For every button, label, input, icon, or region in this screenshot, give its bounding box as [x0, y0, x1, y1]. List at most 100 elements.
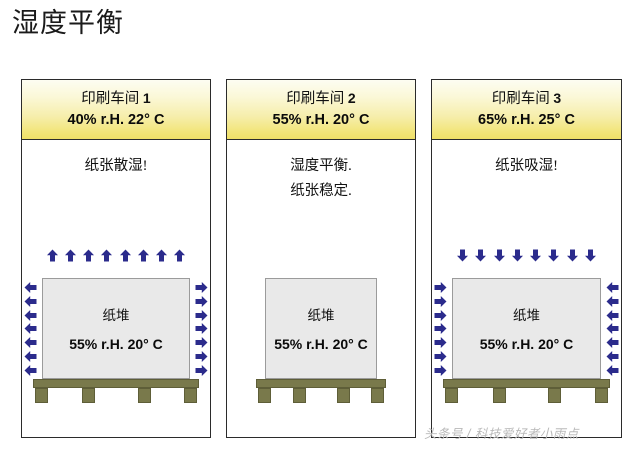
arrow-up-icon [173, 249, 186, 262]
watermark: 头条号 / 科技爱好者小雨点 [424, 427, 579, 441]
arrow-col-left [24, 281, 37, 377]
arrow-left-icon [606, 322, 619, 335]
arrow-right-icon [195, 336, 208, 349]
pallet [33, 379, 199, 403]
stack-label: 纸堆 [102, 307, 130, 323]
stack-climate: 55% r.H. 20° C [274, 335, 368, 352]
arrow-right-icon [195, 295, 208, 308]
panels-container: 印刷车间 1 40% r.H. 22° C 纸张散湿! 纸堆 55% r.H. 20° … [0, 79, 640, 439]
room-number: 1 [142, 90, 151, 106]
pallet-leg [35, 388, 48, 403]
room-name-text: 印刷车间 [286, 91, 345, 107]
arrow-col-left [434, 281, 447, 377]
arrow-down-icon [474, 249, 487, 262]
room-name: 印刷车间 3 [492, 88, 561, 109]
arrow-row-top [456, 249, 597, 262]
pallet-leg [371, 388, 384, 403]
arrow-left-icon [24, 364, 37, 377]
stack-climate: 55% r.H. 20° C [479, 335, 574, 352]
note-line: 纸张散湿! [84, 158, 148, 174]
arrow-left-icon [606, 295, 619, 308]
arrow-up-icon [119, 249, 132, 262]
arrow-down-icon [584, 249, 597, 262]
stack-zone: 纸堆 55% r.H. 20° C [227, 241, 415, 437]
panel-note: 湿度平衡. 纸张稳定. [227, 154, 415, 204]
note-line: 纸张稳定. [290, 183, 352, 199]
pallet-legs [33, 388, 199, 403]
paper-stack: 纸堆 55% r.H. 20° C [42, 278, 190, 379]
arrow-down-icon [529, 249, 542, 262]
pallet-leg [595, 388, 608, 403]
arrow-left-icon [606, 336, 619, 349]
room-climate: 65% r.H. 25° C [478, 112, 575, 128]
arrow-up-icon [100, 249, 113, 262]
arrow-down-icon [566, 249, 579, 262]
arrow-left-icon [606, 309, 619, 322]
arrow-left-icon [24, 322, 37, 335]
pallet [443, 379, 610, 403]
arrow-up-icon [155, 249, 168, 262]
pallet-deck [256, 379, 386, 388]
arrow-right-icon [195, 350, 208, 363]
arrow-left-icon [606, 364, 619, 377]
panel-note: 纸张吸湿! [432, 154, 621, 179]
room-panel-3: 印刷车间 3 65% r.H. 25° C 纸张吸湿! 纸堆 55% r.H. 20° … [431, 79, 622, 438]
room-name: 印刷车间 2 [286, 88, 355, 109]
arrow-right-icon [434, 364, 447, 377]
stack-zone: 纸堆 55% r.H. 20° C [22, 241, 210, 437]
arrow-up-icon [46, 249, 59, 262]
pallet-leg [445, 388, 458, 403]
paper-stack: 纸堆 55% r.H. 20° C [265, 278, 377, 379]
pallet-leg [548, 388, 562, 403]
arrow-right-icon [434, 322, 447, 335]
stack-zone: 纸堆 55% r.H. 20° C [432, 241, 621, 437]
room-panel-1: 印刷车间 1 40% r.H. 22° C 纸张散湿! 纸堆 55% r.H. 20° … [21, 79, 211, 438]
arrow-right-icon [434, 281, 447, 294]
pallet-leg [82, 388, 96, 403]
arrow-left-icon [24, 281, 37, 294]
arrow-up-icon [64, 249, 77, 262]
pallet-leg [492, 388, 506, 403]
room-name-text: 印刷车间 [491, 91, 550, 107]
arrow-right-icon [195, 364, 208, 377]
pallet-leg [137, 388, 151, 403]
room-panel-2: 印刷车间 2 55% r.H. 20° C 湿度平衡. 纸张稳定. 纸堆 55% r.H.… [226, 79, 416, 438]
note-line: 湿度平衡. [290, 158, 352, 174]
pallet-leg [258, 388, 271, 403]
stack-label: 纸堆 [513, 307, 540, 323]
arrow-left-icon [606, 281, 619, 294]
pallet-legs [256, 388, 386, 403]
room-number: 3 [553, 90, 562, 106]
arrow-row-top [46, 249, 186, 262]
panel-header: 印刷车间 1 40% r.H. 22° C [22, 80, 210, 140]
stack-climate: 55% r.H. 20° C [69, 335, 163, 352]
arrow-left-icon [24, 295, 37, 308]
room-climate: 55% r.H. 20° C [272, 112, 370, 128]
arrow-left-icon [24, 350, 37, 363]
arrow-down-icon [456, 249, 469, 262]
arrow-right-icon [195, 322, 208, 335]
arrow-left-icon [606, 350, 619, 363]
arrow-col-right [195, 281, 208, 377]
room-climate: 40% r.H. 22° C [67, 112, 165, 128]
page-title: 湿度平衡 [12, 8, 124, 38]
pallet-deck [443, 379, 610, 388]
panel-header: 印刷车间 3 65% r.H. 25° C [432, 80, 621, 140]
panel-note: 纸张散湿! [22, 154, 210, 179]
arrow-right-icon [195, 281, 208, 294]
arrow-right-icon [434, 336, 447, 349]
room-name: 印刷车间 1 [81, 88, 150, 109]
note-line: 纸张吸湿! [495, 158, 558, 174]
arrow-up-icon [137, 249, 150, 262]
pallet-leg [336, 388, 350, 403]
stack-label: 纸堆 [307, 307, 335, 323]
arrow-down-icon [547, 249, 560, 262]
pallet-deck [33, 379, 199, 388]
arrow-left-icon [24, 309, 37, 322]
arrow-down-icon [493, 249, 506, 262]
arrow-right-icon [434, 350, 447, 363]
arrow-right-icon [434, 295, 447, 308]
arrow-right-icon [195, 309, 208, 322]
room-number: 2 [347, 90, 356, 106]
room-name-text: 印刷车间 [81, 91, 140, 107]
